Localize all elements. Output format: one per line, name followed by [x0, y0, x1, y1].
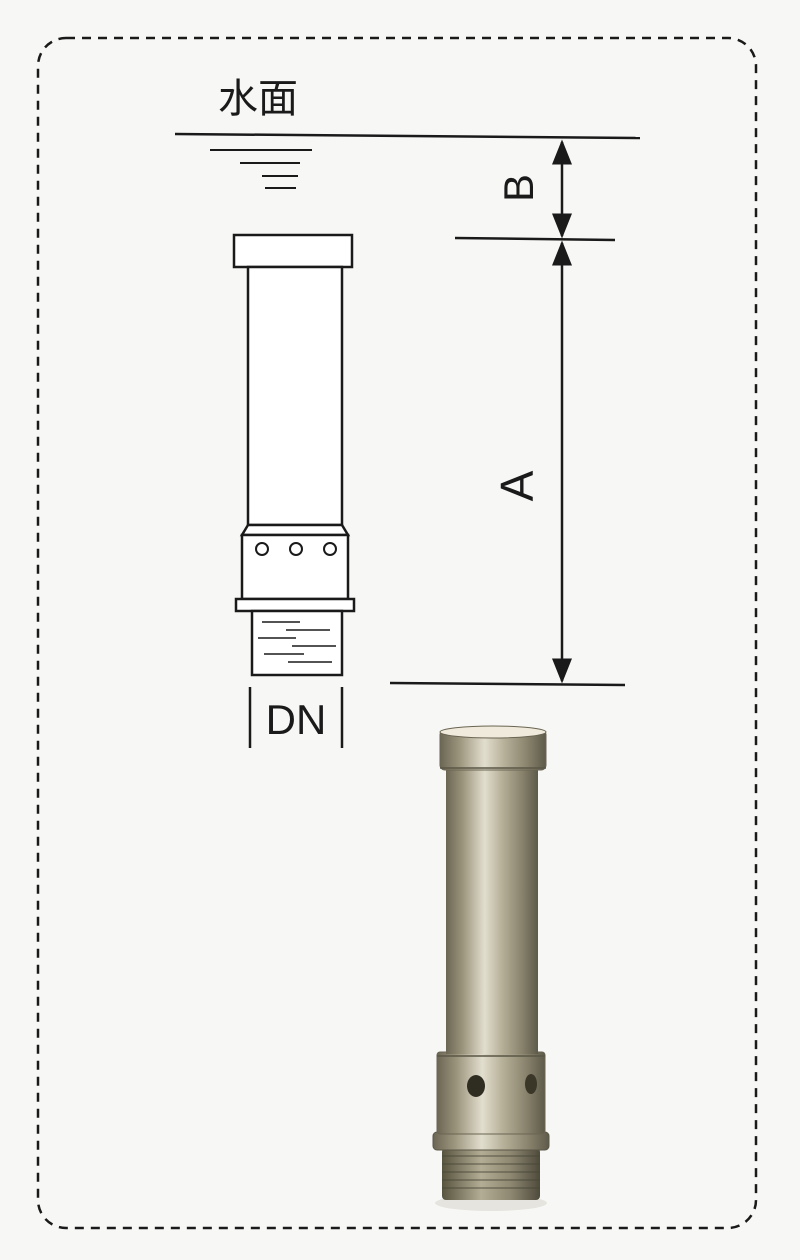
dashed-border: [36, 36, 758, 1230]
nozzle-tube: [246, 265, 344, 527]
reference-line-bottom: [389, 681, 626, 687]
nozzle-collar-taper: [239, 523, 351, 537]
photo-hole-icon: [467, 1075, 485, 1097]
hole-icon: [255, 542, 269, 556]
nozzle-holes: [255, 542, 337, 556]
nozzle-flange: [234, 597, 356, 613]
dn-marker: [248, 687, 344, 748]
nozzle-top-cap: [232, 233, 354, 269]
dimension-b-label: B: [495, 174, 542, 202]
reference-line-mid: [454, 236, 616, 242]
hole-icon: [289, 542, 303, 556]
photo-hole-icon: [525, 1074, 537, 1094]
hole-icon: [323, 542, 337, 556]
nozzle-photo: [432, 725, 550, 1211]
dn-label: DN: [266, 696, 327, 743]
water-surface-line: [174, 132, 641, 140]
dimension-a-label: A: [491, 470, 543, 501]
water-level-icon: [210, 149, 312, 189]
thread-marks: [258, 621, 336, 663]
nozzle-drawing: [232, 233, 356, 677]
nozzle-thread: [250, 609, 344, 677]
water-surface-label: 水面: [218, 77, 298, 121]
